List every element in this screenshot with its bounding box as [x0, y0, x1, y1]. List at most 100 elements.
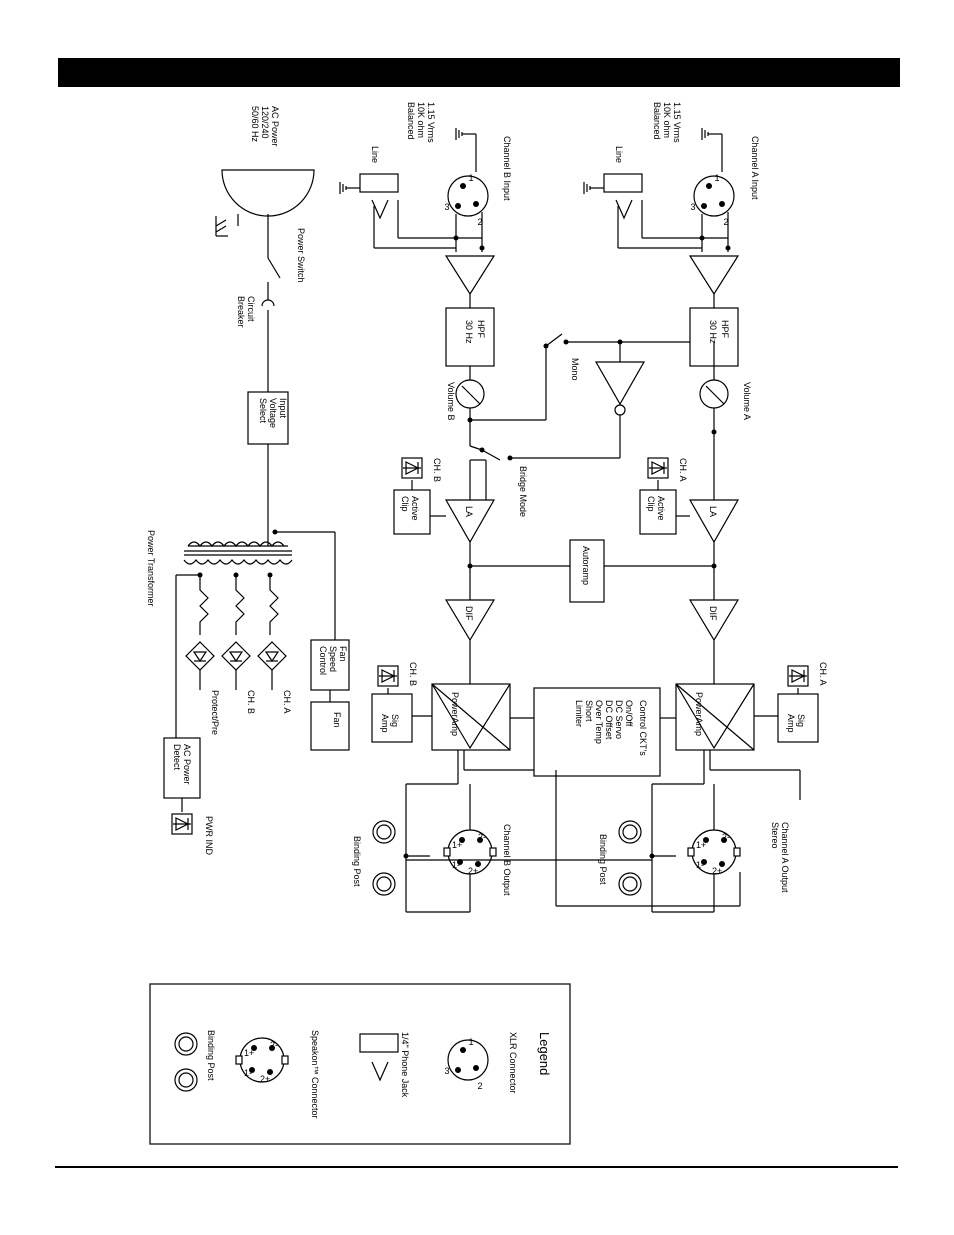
ch-a-hpf-freq: 30 Hz [708, 320, 718, 344]
legend-pin-2: 2 [477, 1081, 482, 1091]
ivs-label-1: Input [278, 398, 288, 419]
channel-a-input-buffer [688, 255, 740, 296]
circuit-breaker-label-1: Circuit [246, 296, 256, 322]
ch-b-pin-1: 1 [468, 173, 473, 183]
mono-label: Mono [570, 358, 580, 381]
control-ckt-short: Short [584, 700, 594, 722]
ch-b-line-label: Line [370, 146, 380, 163]
ch-b-pin-3: 3 [444, 202, 449, 212]
ch-a-sig-led-label: CH. A [818, 662, 828, 686]
autoramp-box [569, 539, 605, 603]
fan-speed-label-2: Speed [328, 646, 338, 672]
legend-speakon-label: Speakon™ Connector [310, 1030, 320, 1119]
volume-a-label: Volume A [742, 382, 752, 420]
ch-a-dif-label: DIF [708, 606, 718, 621]
bridge-mode-label: Bridge Mode [518, 466, 528, 517]
legend-binding-post-1-icon [174, 1032, 198, 1056]
legend-phone-jack-label: 1/4" Phone Jack [400, 1032, 410, 1098]
channel-a-section: Channel A Input 1.15 Vrms 10K ohm Balanc… [406, 102, 828, 913]
psu-ch-a-label: CH. A [282, 690, 292, 714]
fan-box [310, 701, 350, 751]
channel-b-la-amp [444, 499, 496, 544]
legend-xlr-label: XLR Connector [508, 1032, 518, 1094]
channel-a-active-clip-box [639, 489, 677, 535]
ch-a-spec-1: 1.15 Vrms [672, 102, 682, 143]
volume-b-label: Volume B [446, 382, 456, 421]
channel-b-section: Channel B Input 1.15 Vrms 10K ohm Balanc… [339, 102, 714, 913]
legend-title: Legend [537, 1032, 552, 1075]
channel-b-active-clip-box [393, 489, 431, 535]
channel-a-phone-jack-icon [603, 173, 643, 193]
protect-pre-label: Protect/Pre [210, 690, 220, 735]
channel-b-hpf-box [445, 307, 495, 367]
channel-a-binding-post-2-icon [618, 872, 642, 896]
ch-b-sp-1p: 1+ [452, 840, 462, 850]
input-voltage-select-box [247, 391, 289, 445]
control-ckt-dcservo: DC Servo [614, 700, 624, 739]
ch-a-active-label: Active [656, 496, 666, 521]
ch-a-pin-1: 1 [714, 173, 719, 183]
ch-b-sig-led-label: CH. B [408, 662, 418, 686]
channel-a-output-stereo: Stereo [770, 822, 780, 849]
circuit-breaker-icon [261, 299, 275, 307]
pwr-ind-label: PWR IND [204, 816, 214, 855]
channel-b-binding-post-2-icon [372, 872, 396, 896]
power-section: AC Power 120/240 50/60 Hz Power Switch C… [146, 106, 350, 855]
ch-a-sp-2p: 2+ [712, 866, 722, 876]
ac-power-detect-box [163, 737, 201, 799]
ch-a-spec-2: 10K ohm [662, 102, 672, 138]
ch-b-la-label: LA [464, 506, 474, 517]
channel-a-clip-led-icon [647, 457, 669, 479]
legend-pin-3: 3 [444, 1066, 449, 1076]
ch-a-la-label: LA [708, 506, 718, 517]
ch-b-hpf-freq: 30 Hz [464, 320, 474, 344]
channel-a-sig-led-icon [787, 665, 809, 687]
bridge-mode-switch-icon [481, 449, 501, 461]
fan-label: Fan [332, 712, 342, 728]
ac-plug-icon [221, 169, 315, 217]
power-transformer-label: Power Transformer [146, 530, 156, 607]
ch-a-sig-label: Sig [796, 714, 806, 727]
ch-b-spec-2: 10K ohm [416, 102, 426, 138]
power-transformer-icon [183, 541, 293, 565]
channel-a-binding-post-1-icon [618, 820, 642, 844]
ch-a-poweramp-label: PowerAmp [694, 692, 704, 736]
channel-a-input-label: Channel A Input [750, 136, 760, 200]
channel-a-output-label: Channel A Output [780, 822, 790, 893]
channel-b-binding-post-1-icon [372, 820, 396, 844]
autoramp-label: Autoramp [581, 546, 591, 585]
ch-b-sp-1m: 1- [452, 860, 460, 870]
ac-power-freq-label: 50/60 Hz [250, 106, 260, 143]
ch-a-pin-2: 2 [723, 217, 728, 227]
channel-a-sig-amp-box [777, 693, 819, 743]
ch-b-binding-post-label: Binding Post [352, 836, 362, 887]
channel-b-phone-jack-icon [359, 173, 399, 193]
fan-speed-label-1: Fan [338, 646, 348, 662]
ch-b-sig-label: Sig [390, 714, 400, 727]
ch-b-sp-2p: 2+ [468, 866, 478, 876]
control-ckts-title: Control CKT's [638, 700, 648, 756]
ivs-label-3: Select [258, 398, 268, 424]
ch-b-sp-2m: 2- [478, 832, 486, 842]
ch-b-hpf-label: HPF [476, 320, 486, 339]
channel-b-sig-amp-box [371, 693, 413, 743]
channel-b-dif-amp [444, 599, 496, 642]
mono-switch-icon [545, 333, 563, 347]
ch-b-poweramp-label: PowerAmp [450, 692, 460, 736]
control-ckt-dcoffset: DC Offset [604, 700, 614, 740]
ch-b-clip-led-label: CH. B [432, 458, 442, 482]
ch-a-sp-2m: 2- [722, 832, 730, 842]
channel-b-clip-led-icon [401, 457, 423, 479]
ac-detect-label-1: AC Power [182, 744, 192, 785]
bridge-inverter [594, 361, 646, 406]
psu-ch-b-label: CH. B [246, 690, 256, 714]
ch-a-amp-label: Amp [786, 714, 796, 733]
ivs-label-2: Voltage [268, 398, 278, 428]
ch-a-spec-3: Balanced [652, 102, 662, 140]
ch-a-line-label: Line [614, 146, 624, 163]
power-switch-label: Power Switch [296, 228, 306, 283]
ch-a-clip-label: Clip [646, 496, 656, 512]
fan-speed-control-box [310, 639, 350, 691]
control-ckt-onoff: On/Off [624, 700, 634, 727]
